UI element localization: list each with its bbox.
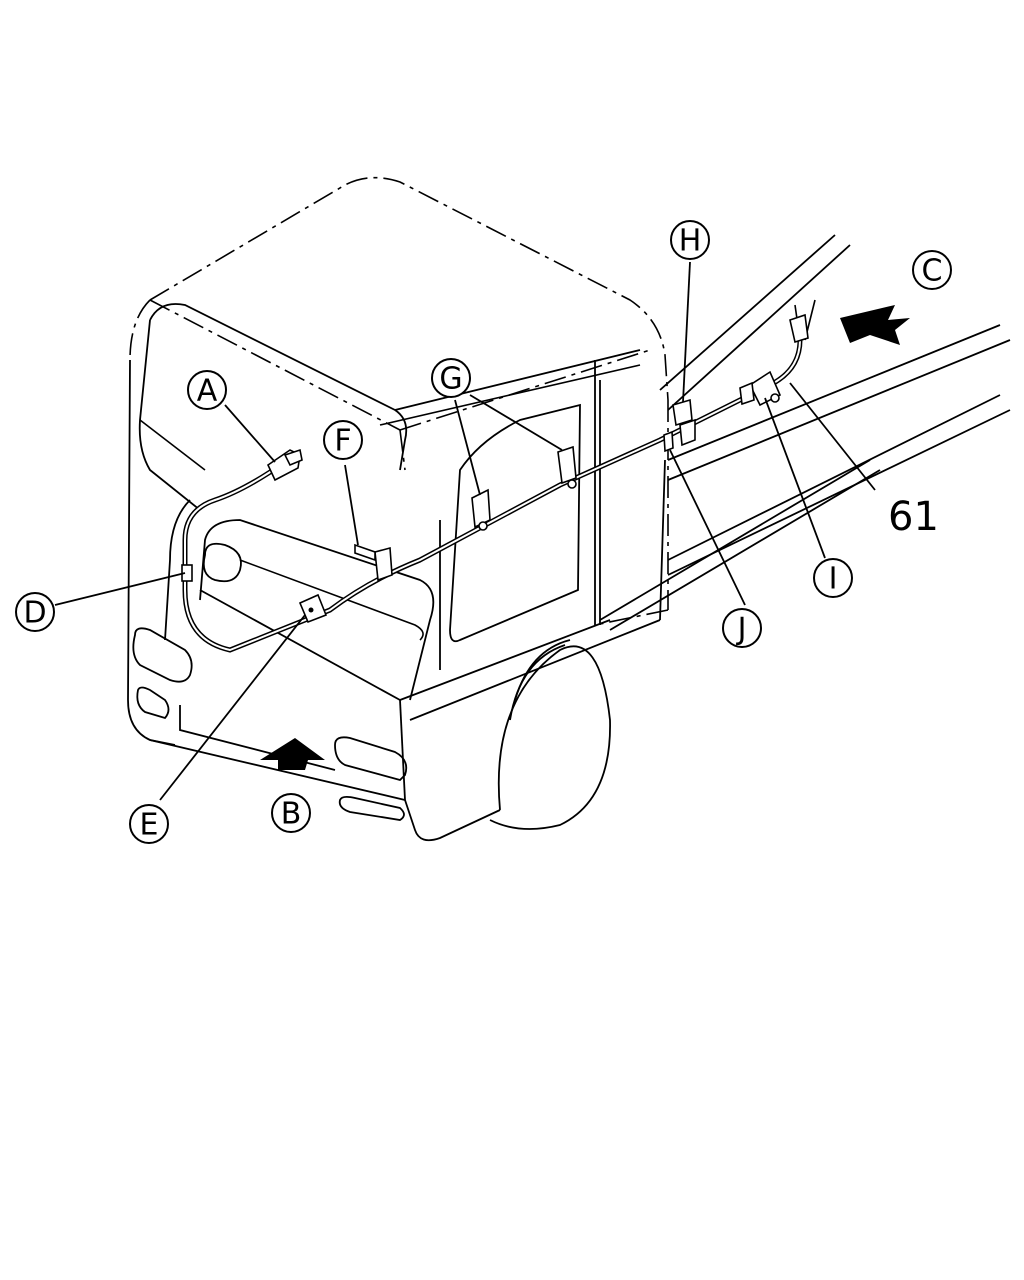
callout-c: C <box>912 250 952 290</box>
callout-c-label: C <box>922 254 943 289</box>
callout-d: D <box>15 592 55 632</box>
callout-a: A <box>187 370 227 410</box>
callout-d-label: D <box>23 596 46 631</box>
callout-j: J <box>722 608 762 648</box>
callout-e: E <box>129 804 169 844</box>
callout-f: F <box>323 420 363 460</box>
cab-body <box>127 303 666 842</box>
callout-h: H <box>670 220 710 260</box>
view-arrow-c <box>840 305 910 345</box>
callout-a-label: A <box>197 374 218 409</box>
callout-b-label: B <box>281 797 302 832</box>
leader-lines <box>54 261 876 801</box>
view-arrow-b <box>260 738 325 770</box>
callout-i: I <box>813 558 853 598</box>
cable-brackets <box>181 313 809 624</box>
callout-e-label: E <box>140 808 159 843</box>
callout-f-label: F <box>334 424 351 459</box>
callout-b: B <box>271 793 311 833</box>
chassis-frame <box>599 234 1011 631</box>
callout-g-label: G <box>439 362 462 397</box>
callout-g: G <box>431 358 471 398</box>
callout-h-label: H <box>679 224 702 259</box>
callout-j-label: J <box>736 612 747 647</box>
part-number-label: 61 <box>888 494 939 540</box>
callout-i-label: I <box>829 562 838 597</box>
